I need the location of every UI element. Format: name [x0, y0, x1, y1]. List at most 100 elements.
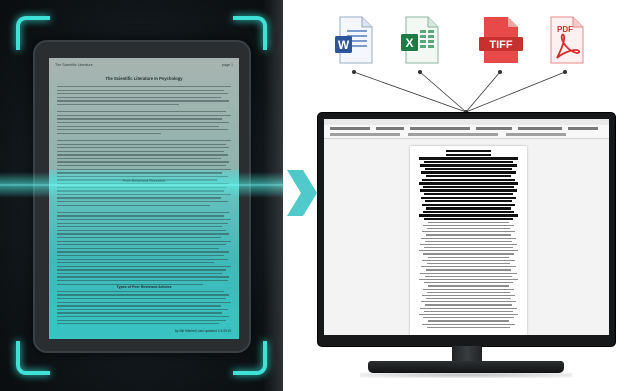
- document-text-line: [427, 227, 510, 230]
- document-text-line: [57, 161, 230, 163]
- document-text-line: [57, 319, 226, 321]
- document-text-line: [57, 290, 225, 293]
- document-text-line: [57, 276, 230, 278]
- document-text-line: [57, 301, 231, 303]
- document-text-line: [427, 256, 510, 258]
- document-text-line: [423, 282, 514, 284]
- document-text-line: [426, 263, 511, 265]
- document-text-line: [425, 240, 512, 242]
- document-text-line: [420, 196, 517, 199]
- document-text-line: [422, 178, 515, 182]
- document-text-line: [57, 312, 223, 314]
- tiff-icon: TIFF: [479, 17, 523, 63]
- document-text-line: [428, 285, 509, 287]
- document-text-line: [421, 294, 516, 297]
- document-text-line: [57, 272, 223, 275]
- document-text-line: [427, 320, 510, 322]
- document-text-line: [57, 298, 226, 300]
- document-text-line: [57, 280, 228, 282]
- document-text-line: [422, 288, 515, 290]
- document-text-line: [421, 231, 516, 233]
- document-text-line: [419, 278, 518, 281]
- document-text-line: [57, 157, 221, 160]
- document-text-line: [57, 86, 231, 88]
- document-text-line: [57, 150, 225, 152]
- document-text-line: [423, 217, 514, 221]
- document-text-line: [57, 244, 226, 246]
- document-text-line: [57, 258, 228, 260]
- converted-document-page: [410, 146, 527, 335]
- monitor-screen: [324, 119, 609, 335]
- document-text-line: [420, 272, 517, 274]
- scan-frame-corner-top-left: [16, 16, 50, 50]
- scanned-document: The Scientific Literature page 1 The Sci…: [49, 58, 239, 339]
- document-text-line: [419, 189, 518, 192]
- document-text-line: [57, 168, 231, 170]
- scan-beam: [0, 172, 283, 198]
- document-text-line: [422, 259, 515, 261]
- document-text-line: [57, 114, 231, 117]
- document-text-line: [423, 160, 514, 164]
- monitor-stand-neck: [452, 346, 482, 364]
- document-text-line: [445, 150, 492, 153]
- document-text-line: [57, 226, 223, 228]
- document-text-line: [422, 224, 515, 226]
- document-text-line: [419, 307, 518, 309]
- monitor: [317, 112, 616, 347]
- document-text-line: [419, 214, 518, 217]
- document-text-line: [425, 269, 512, 271]
- scan-frame-corner-top-right: [233, 16, 267, 50]
- document-text-line: [57, 240, 231, 242]
- document-text-line: [57, 118, 223, 120]
- document-text-line: [57, 262, 214, 264]
- document-text-line: [57, 229, 226, 232]
- document-text-line: [57, 316, 230, 318]
- document-text-line: [57, 111, 226, 113]
- tiff-icon-label: TIFF: [489, 39, 512, 51]
- document-text-line: [57, 211, 230, 214]
- document-text-line: [424, 247, 513, 249]
- document-header-left: The Scientific Literature: [55, 63, 93, 67]
- document-text-line: [421, 171, 516, 174]
- document-text-line: [421, 266, 516, 268]
- document-text-line: [57, 139, 231, 142]
- document-text-line: [418, 182, 519, 185]
- document-text-line: [423, 253, 514, 255]
- document-text-line: [424, 167, 513, 171]
- document-text-line: [418, 314, 519, 316]
- scan-frame-corner-bottom-left: [16, 341, 50, 375]
- document-text-line: [57, 254, 225, 257]
- document-text-line: [57, 125, 219, 127]
- document-text-line: [428, 221, 509, 223]
- document-text-line: [57, 233, 230, 235]
- document-text-line: [57, 236, 221, 239]
- document-text-line: [424, 275, 513, 277]
- document-text-line: [57, 132, 162, 135]
- document-text-line: [57, 165, 226, 167]
- document-text-line: [420, 164, 517, 167]
- document-text-line: [57, 96, 221, 99]
- pdf-icon: PDF: [550, 16, 584, 64]
- document-text-line: [57, 294, 230, 296]
- document-text-line: [419, 157, 518, 160]
- document-subtitle: Types of Peer Reviewed Articles: [116, 285, 172, 289]
- document-text-line: [422, 210, 515, 214]
- document-text-line: [57, 204, 211, 206]
- word-processor-ribbon: [324, 119, 609, 139]
- document-text-line: [57, 308, 228, 311]
- document-text-line: [424, 310, 513, 312]
- document-text-line: [57, 208, 231, 209]
- document-text-line: [57, 100, 230, 102]
- word-icon: W: [335, 16, 373, 64]
- scanner-panel: The Scientific Literature page 1 The Sci…: [0, 0, 283, 391]
- document-title: The Scientific Literature In Psychology: [105, 76, 183, 81]
- document-header-right: page 1: [222, 63, 233, 67]
- document-text-line: [420, 301, 517, 303]
- document-text-line: [425, 200, 512, 203]
- document-text-line: [57, 215, 225, 217]
- document-text-line: [57, 197, 221, 199]
- document-body-text: [57, 86, 231, 327]
- document-text-line: [445, 153, 492, 156]
- document-text-line: [57, 269, 226, 271]
- document-text-line: [426, 234, 511, 236]
